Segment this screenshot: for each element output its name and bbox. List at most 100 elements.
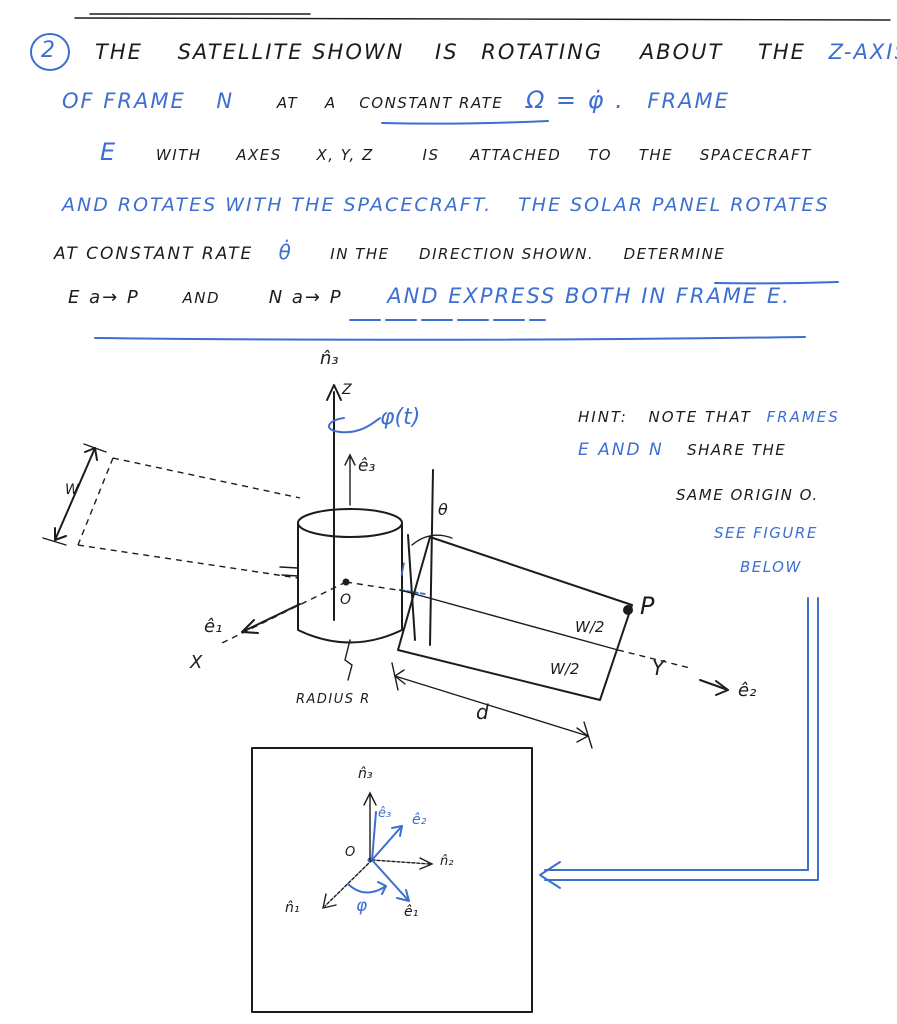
label-e3: ê₃ [358, 456, 376, 476]
text-segment: SPACECRAFT [699, 146, 812, 164]
d-tick-right [583, 721, 593, 749]
inset-label-phi: φ [356, 896, 368, 916]
text-segment: IN THE [330, 245, 390, 263]
text-segment: ATTACHED [470, 146, 562, 164]
w-dimension-line [54, 447, 96, 541]
text-segment: SHARE THE [687, 441, 787, 459]
label-w-left: W [65, 482, 79, 498]
text-segment: IS [422, 146, 440, 164]
inset-n1-arrowhead [322, 893, 337, 909]
w-tick-top [83, 443, 107, 453]
hint-line-1: HINT: NOTE THAT FRAMES [578, 408, 840, 426]
inset-phi-arrowhead [377, 881, 387, 895]
e2-vector [699, 679, 729, 691]
inset-label-e3: ê₃ [378, 806, 392, 821]
radius-leader [344, 639, 353, 681]
text-segment: E AND N [578, 440, 664, 460]
text-segment: WITH [155, 146, 202, 164]
problem-number-circle [30, 33, 70, 71]
phi-rotation-arrow [328, 417, 381, 434]
e1-arrowhead [241, 619, 259, 634]
shaft-vertical-ref [407, 534, 416, 641]
y-axis-extension [617, 649, 691, 669]
left-solar-panel [77, 457, 301, 579]
inset-n1-axis [324, 859, 373, 907]
text-segment: THE SOLAR PANEL ROTATES [518, 194, 830, 216]
text-segment: THE [758, 40, 806, 64]
hint-line-2: E AND N SHARE THE [578, 440, 786, 460]
text-segment: Z-AXIS [828, 40, 897, 64]
text-segment: IS [435, 40, 459, 64]
label-n3: n̂₃ [320, 348, 339, 369]
inset-e1-arrowhead [396, 889, 410, 902]
text-segment: AT [276, 94, 299, 112]
problem-line-2: OF FRAME N AT A CONSTANT RATE Ω = φ̇ . F… [62, 86, 730, 114]
problem-line-3: E WITH AXES X, Y, Z IS ATTACHED TO THE S… [100, 138, 812, 166]
inset-n2-arrowhead [419, 857, 434, 870]
theta-reference-line [429, 469, 434, 646]
hint-line-3: SAME ORIGIN O. [676, 486, 819, 504]
text-segment: THE [95, 40, 143, 64]
text-segment: AND ROTATES WITH THE SPACECRAFT. [62, 194, 493, 216]
text-segment: FRAME [647, 89, 730, 113]
text-segment: HINT: [578, 408, 628, 426]
hint-line-5: BELOW [740, 558, 802, 576]
text-segment: Ω = φ̇ . [525, 86, 625, 114]
label-l: l [400, 560, 406, 581]
text-segment: CONSTANT RATE [359, 94, 504, 112]
text-segment: ROTATING [481, 40, 604, 64]
text-segment: DETERMINE [623, 245, 726, 263]
left-panel-stub [279, 566, 299, 577]
w-tick-bottom [42, 537, 67, 546]
label-w2-bottom: W/2 [550, 660, 580, 678]
inset-n3-arrowhead [363, 791, 377, 806]
label-x-axis: X [190, 652, 203, 673]
hint-line-4: SEE FIGURE [714, 524, 818, 542]
text-segment: AXES [236, 146, 282, 164]
label-d: d [476, 700, 489, 724]
text-segment: THE [638, 146, 674, 164]
hint-connector-arrowhead [539, 861, 561, 889]
text-segment: E a→ P [68, 287, 140, 308]
text-segment: FRAMES [766, 408, 840, 426]
text-segment: E [100, 138, 118, 166]
e1-vector [241, 603, 301, 633]
text-segment: A [324, 94, 337, 112]
text-segment: NOTE THAT [648, 408, 752, 426]
label-w2-top: W/2 [575, 618, 605, 636]
problem-number: 2 [41, 38, 57, 63]
problem-line-6: E a→ P AND N a→ P AND EXPRESS BOTH IN FR… [68, 284, 791, 308]
label-p: P [640, 592, 655, 620]
inset-label-e1: ê₁ [404, 904, 419, 920]
text-segment: SATELLITE SHOWN [177, 40, 405, 64]
inset-e2-axis [371, 825, 403, 861]
problem-line-1: THE SATELLITE SHOWN IS ROTATING ABOUT TH… [95, 40, 897, 64]
label-origin: O [340, 592, 352, 608]
hint-connector-inner [544, 597, 819, 881]
text-segment: AND EXPRESS BOTH IN FRAME E. [387, 284, 791, 308]
inset-label-origin: O [345, 845, 356, 860]
underline-determine [714, 281, 839, 285]
e2-arrowhead [715, 680, 729, 696]
w-dimension-arrow-bottom [54, 527, 67, 541]
y-axis-panel [399, 589, 619, 651]
n3-arrowhead [326, 384, 342, 401]
label-theta: θ [438, 500, 448, 519]
text-segment: OF FRAME [62, 89, 186, 113]
cylinder-top [297, 508, 403, 538]
label-phi-t: φ(t) [380, 405, 421, 430]
right-solar-panel [397, 536, 633, 701]
label-e2: ê₂ [738, 680, 757, 701]
text-segment: N a→ P [268, 287, 343, 308]
inset-label-n3: n̂₃ [358, 766, 373, 782]
problem-line-4: AND ROTATES WITH THE SPACECRAFT. THE SOL… [62, 194, 830, 216]
text-segment: AND [182, 289, 221, 307]
text-segment: N [216, 89, 235, 113]
inset-phi-arc [347, 883, 387, 894]
separator-line [94, 336, 806, 341]
problem-line-5: AT CONSTANT RATE θ̇ IN THE DIRECTION SHO… [54, 240, 725, 264]
text-segment: AT CONSTANT RATE [54, 244, 254, 264]
underline-constant-rate [381, 120, 549, 125]
